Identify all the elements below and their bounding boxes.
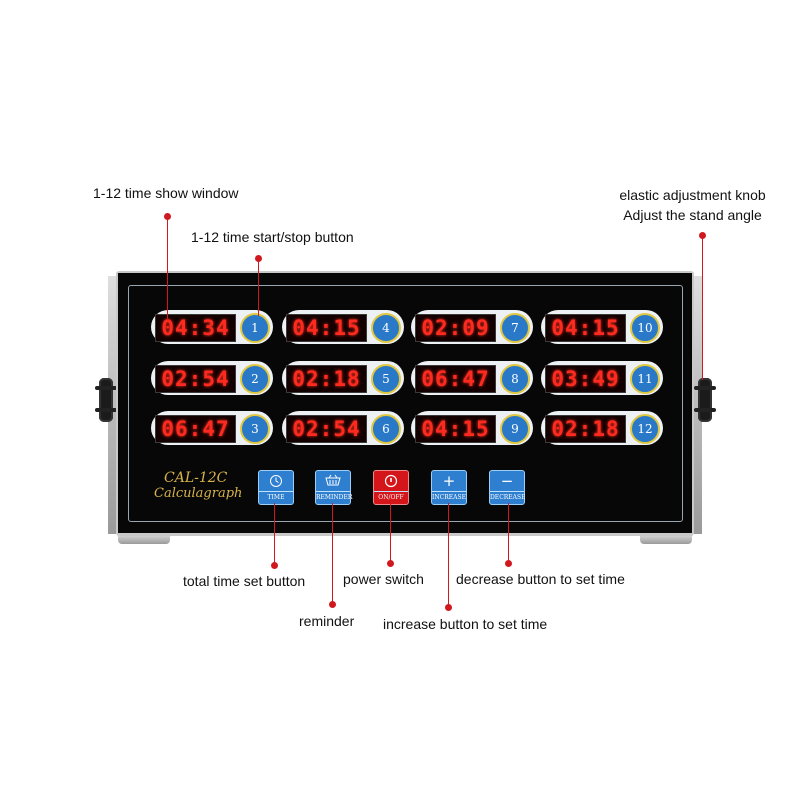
leader-dot (699, 232, 706, 239)
timer-8: 06:47 8 (411, 361, 533, 395)
timer-2: 02:54 2 (151, 361, 273, 395)
right-foot (640, 534, 692, 544)
left-adjustment-knob[interactable] (95, 378, 117, 422)
time-display: 02:18 (545, 415, 626, 443)
reminder-button-label: REMINDER (316, 491, 352, 503)
start-stop-button[interactable]: 4 (371, 313, 401, 343)
model-name: CAL-12C (164, 470, 228, 486)
timer-1: 04:34 1 (151, 310, 273, 344)
power-icon (374, 472, 408, 490)
leader-dot (271, 562, 278, 569)
leader-reminder (332, 503, 333, 604)
timer-9: 04:15 9 (411, 411, 533, 445)
callout-knob: elastic adjustment knob Adjust the stand… (600, 185, 785, 225)
on-off-button[interactable]: ON/OFF (373, 470, 409, 505)
start-stop-button[interactable]: 9 (500, 414, 530, 444)
timer-7: 02:09 7 (411, 310, 533, 344)
reminder-button[interactable]: REMINDER (315, 470, 352, 505)
leader-decrease (508, 503, 509, 563)
leader-power (390, 503, 391, 563)
callout-power: power switch (343, 571, 424, 587)
start-stop-button[interactable]: 7 (500, 313, 530, 343)
leader-start-stop (258, 258, 259, 316)
start-stop-button[interactable]: 5 (371, 364, 401, 394)
time-display: 06:47 (155, 415, 236, 443)
time-display: 02:09 (415, 314, 496, 342)
time-display: 04:15 (415, 415, 496, 443)
start-stop-button[interactable]: 12 (630, 414, 660, 444)
time-display: 02:54 (155, 365, 236, 393)
panel-frame (128, 285, 683, 522)
callout-knob-line2: Adjust the stand angle (623, 207, 762, 223)
callout-start-stop: 1-12 time start/stop button (191, 229, 354, 245)
callout-total-time: total time set button (183, 573, 306, 589)
timer-3: 06:47 3 (151, 411, 273, 445)
timer-10: 04:15 10 (541, 310, 663, 344)
time-display: 03:49 (545, 365, 626, 393)
time-display: 02:18 (286, 365, 367, 393)
leader-dot (445, 604, 452, 611)
minus-icon: − (500, 472, 514, 490)
callout-reminder: reminder (299, 613, 355, 629)
time-button-label: TIME (259, 491, 293, 503)
time-display: 04:15 (286, 314, 367, 342)
callout-knob-line1: elastic adjustment knob (619, 187, 766, 203)
callout-decrease: decrease button to set time (456, 571, 625, 587)
plus-icon: + (442, 472, 456, 490)
leader-total-time (274, 503, 275, 565)
start-stop-button[interactable]: 1 (240, 313, 270, 343)
time-display: 04:15 (545, 314, 626, 342)
timer-4: 04:15 4 (282, 310, 404, 344)
callout-increase: increase button to set time (383, 616, 548, 632)
start-stop-button[interactable]: 8 (500, 364, 530, 394)
basket-icon (316, 472, 350, 490)
right-adjustment-knob[interactable] (694, 378, 716, 422)
start-stop-button[interactable]: 10 (630, 313, 660, 343)
leader-dot (329, 601, 336, 608)
callout-show-window: 1-12 time show window (93, 185, 239, 201)
left-foot (118, 534, 170, 544)
leader-dot (164, 213, 171, 220)
timer-6: 02:54 6 (282, 411, 404, 445)
timer-11: 03:49 11 (541, 361, 663, 395)
leader-increase (448, 503, 449, 607)
increase-button-label: INCREASE (432, 491, 466, 503)
start-stop-button[interactable]: 3 (240, 414, 270, 444)
time-display: 02:54 (286, 415, 367, 443)
time-button[interactable]: TIME (258, 470, 294, 505)
time-display: 04:34 (155, 314, 236, 342)
start-stop-button[interactable]: 2 (240, 364, 270, 394)
time-display: 06:47 (415, 365, 496, 393)
brand-name: Calculagraph (154, 486, 243, 501)
increase-button[interactable]: + INCREASE (431, 470, 467, 505)
on-off-button-label: ON/OFF (374, 491, 408, 503)
leader-show-window (167, 216, 168, 320)
timer-12: 02:18 12 (541, 411, 663, 445)
start-stop-button[interactable]: 11 (630, 364, 660, 394)
leader-dot (505, 560, 512, 567)
decrease-button-label: DECREASE (490, 491, 526, 503)
leader-dot (387, 560, 394, 567)
leader-dot (255, 255, 262, 262)
timer-5: 02:18 5 (282, 361, 404, 395)
clock-icon (259, 472, 293, 490)
leader-knob (702, 235, 703, 380)
decrease-button[interactable]: − DECREASE (489, 470, 526, 505)
start-stop-button[interactable]: 6 (371, 414, 401, 444)
